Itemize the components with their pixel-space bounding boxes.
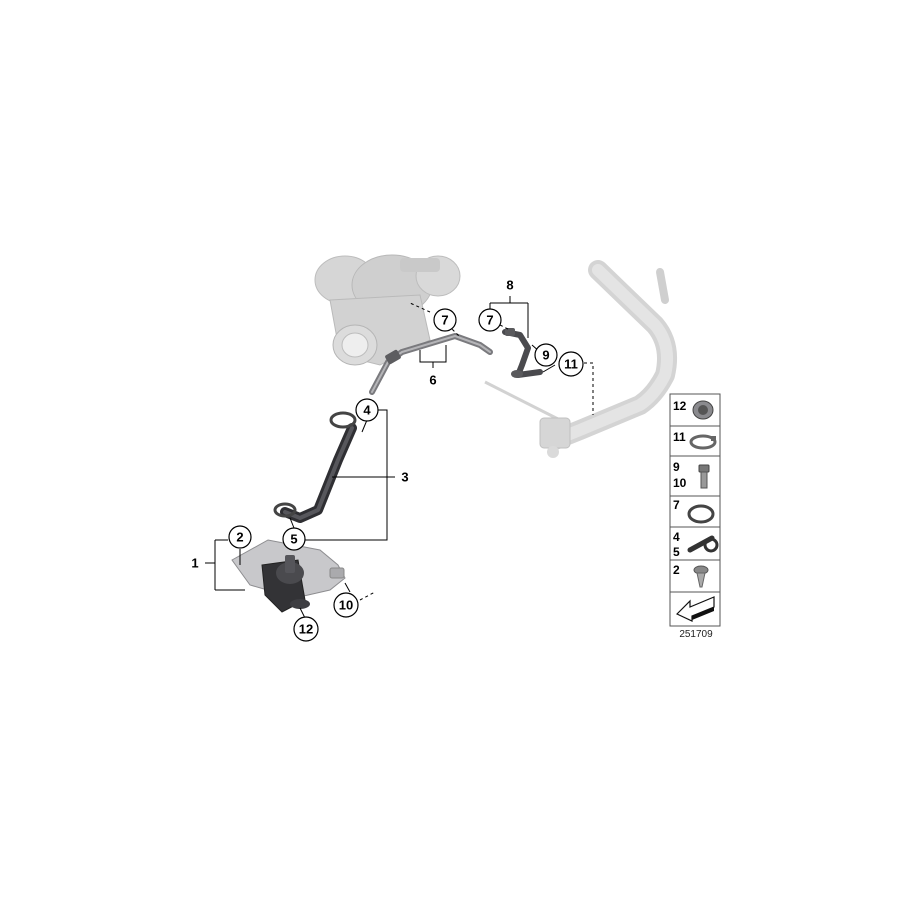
screw-icon bbox=[693, 565, 709, 588]
callout-6: 6 bbox=[429, 373, 436, 388]
svg-text:251709: 251709 bbox=[679, 629, 713, 640]
svg-text:11: 11 bbox=[673, 430, 686, 444]
svg-text:7: 7 bbox=[673, 498, 680, 512]
feed-line-6[interactable] bbox=[369, 333, 493, 395]
legend-row-12[interactable]: 12 bbox=[670, 399, 720, 427]
callout-1: 1 bbox=[191, 556, 198, 571]
callout-7-right: 7 bbox=[478, 308, 502, 332]
svg-text:12: 12 bbox=[673, 399, 687, 413]
coolant-pipe-ghost bbox=[484, 260, 677, 458]
svg-text:11: 11 bbox=[564, 357, 578, 372]
coolant-hose-3[interactable] bbox=[273, 411, 357, 523]
legend-row-7[interactable]: 7 bbox=[670, 498, 720, 528]
callout-9: 9 bbox=[534, 343, 558, 367]
bolt-icon bbox=[698, 464, 710, 489]
turbocharger-ghost bbox=[314, 254, 461, 366]
callout-11: 11 bbox=[558, 351, 584, 377]
return-line-8[interactable] bbox=[502, 328, 543, 378]
svg-text:6: 6 bbox=[429, 373, 436, 388]
legend-row-11[interactable]: 11 bbox=[670, 430, 720, 457]
svg-text:8: 8 bbox=[506, 278, 513, 293]
svg-text:3: 3 bbox=[401, 470, 408, 485]
svg-text:5: 5 bbox=[290, 532, 297, 547]
electric-water-pump-1[interactable] bbox=[231, 539, 346, 613]
legend-row-4-5[interactable]: 4 5 bbox=[670, 530, 720, 561]
svg-text:4: 4 bbox=[363, 403, 371, 418]
svg-text:10: 10 bbox=[339, 598, 353, 613]
direction-arrow-icon bbox=[675, 596, 715, 622]
legend-row-2[interactable]: 2 bbox=[670, 563, 720, 593]
callout-2: 2 bbox=[228, 525, 252, 549]
svg-text:5: 5 bbox=[673, 545, 680, 559]
svg-text:2: 2 bbox=[236, 530, 243, 545]
svg-text:4: 4 bbox=[673, 530, 680, 544]
callout-10: 10 bbox=[333, 592, 359, 618]
sealing-ring-icon bbox=[687, 504, 715, 524]
svg-text:9: 9 bbox=[542, 348, 549, 363]
callout-4: 4 bbox=[355, 398, 379, 422]
callout-7-left: 7 bbox=[433, 308, 457, 332]
legend-row-direction[interactable] bbox=[675, 596, 715, 622]
hose-clamp-icon bbox=[689, 434, 717, 450]
svg-text:7: 7 bbox=[486, 313, 493, 328]
svg-text:1: 1 bbox=[191, 556, 198, 571]
svg-text:9: 9 bbox=[673, 460, 680, 474]
callout-5: 5 bbox=[282, 527, 306, 551]
parts-legend: 12 11 9 10 bbox=[669, 393, 721, 627]
svg-text:10: 10 bbox=[673, 476, 687, 490]
callout-3: 3 bbox=[401, 470, 408, 485]
svg-text:12: 12 bbox=[299, 622, 313, 637]
leader-lines bbox=[205, 296, 594, 619]
legend-row-9-10[interactable]: 9 10 bbox=[670, 460, 720, 497]
svg-text:7: 7 bbox=[441, 313, 448, 328]
image-id: 251709 bbox=[679, 629, 713, 640]
svg-text:2: 2 bbox=[673, 563, 680, 577]
holder-clip-icon bbox=[687, 535, 719, 553]
hose-connector-icon bbox=[692, 400, 714, 420]
callout-8: 8 bbox=[506, 278, 513, 293]
callout-12: 12 bbox=[293, 616, 319, 642]
